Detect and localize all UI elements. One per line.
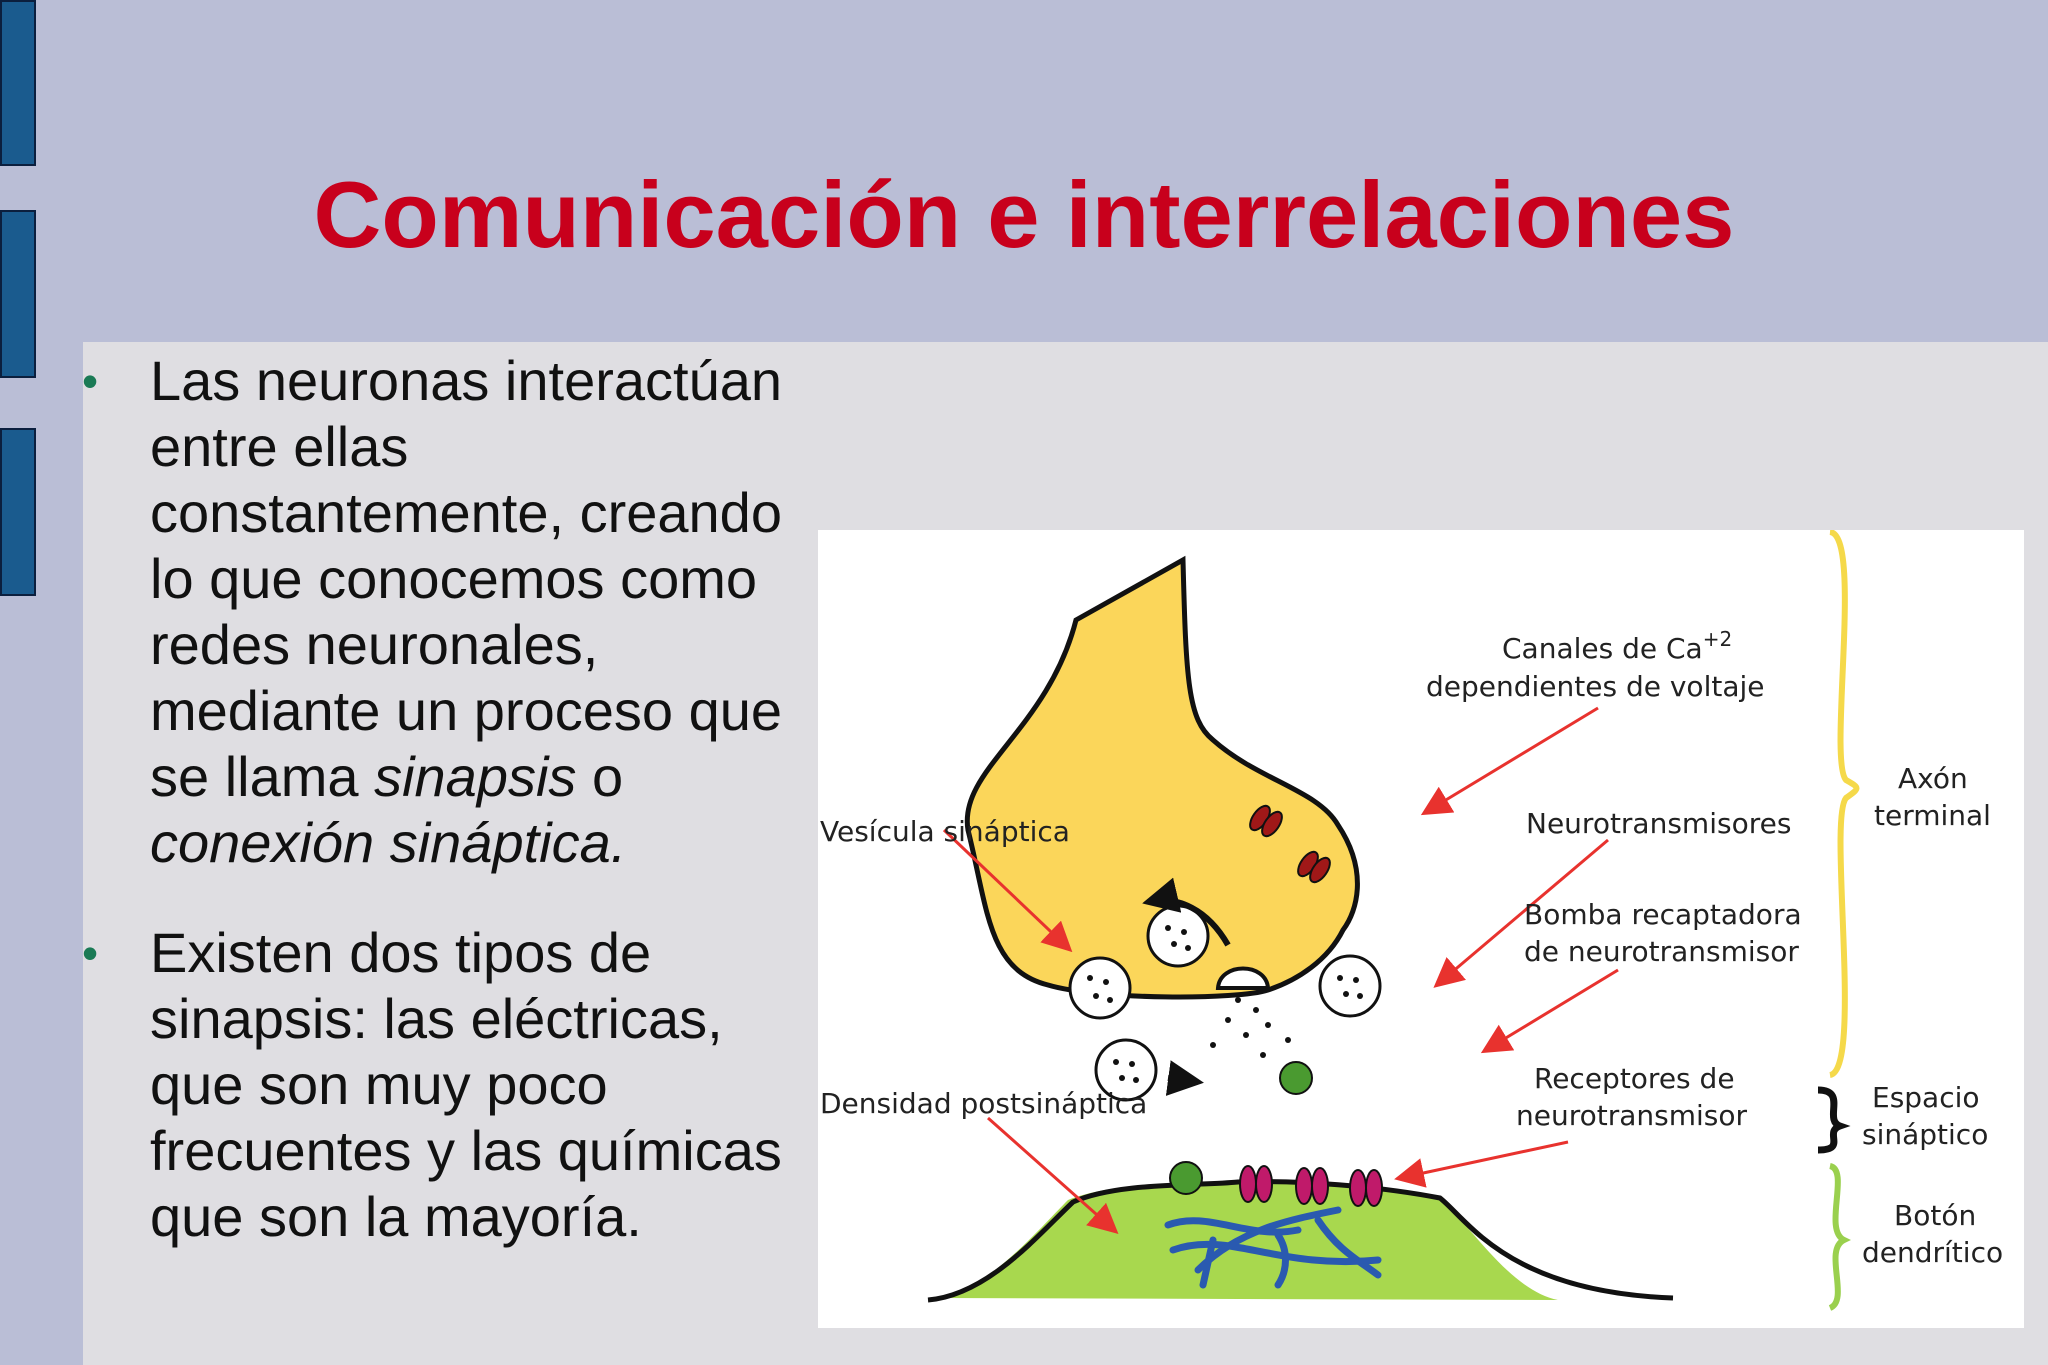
slide-title: Comunicación e interrelaciones [313,162,1735,267]
label-bomba-line1: Bomba recaptadora [1524,898,1802,931]
bullet-italic-conexion: conexión sináptica. [150,811,627,874]
bullet-item-tipos: • Existen dos tipos de sinapsis: las elé… [82,920,830,1250]
label-boton-line1: Botón [1894,1199,1976,1232]
synaptic-vesicles [1068,904,1382,1102]
bullet-list: • Las neuronas interactúan entre ellas c… [82,348,830,1294]
axon-terminal-shape [964,555,1360,1000]
label-densidad: Densidad postsináptica [820,1087,1147,1120]
label-receptores-line1: Receptores de [1534,1062,1735,1095]
vesicle [1318,954,1382,1018]
bullet-italic-sinapsis: sinapsis [374,745,577,808]
bullet-dot-icon: • [82,355,99,407]
vesicle [1068,956,1132,1020]
arrow-bomba [1480,968,1619,1054]
vesicle-recycle-arrow [1142,877,1231,947]
side-decor-bar-middle [0,210,36,378]
label-canales-line1: Canales de Ca+2 [1502,627,1732,665]
label-espacio-line2: sináptico [1862,1118,1988,1151]
label-axon-line1: Axón [1898,762,1968,795]
dendritic-button-brace [1828,1163,1851,1311]
bullet-dot-icon: • [82,927,99,979]
side-decor-bar-bottom [0,428,36,596]
label-espacio-line1: Espacio [1872,1081,1980,1114]
calcium-channels [1249,804,1331,884]
bullet-text-connector: o [576,745,624,808]
synapse-diagram-svg: Canales de Ca+2 dependientes de voltaje … [820,530,2003,1311]
label-boton-line2: dendrítico [1862,1236,2003,1269]
arrow-canales [1420,706,1599,816]
reuptake-pumps [1169,1061,1313,1195]
label-receptores-line2: neurotransmisor [1516,1099,1748,1132]
vesicle-fusion-arrow [1165,1060,1204,1096]
arrow-vesicula [942,828,1073,953]
synaptic-space-brace [1817,1086,1851,1154]
bullet-text-1: Las neuronas interactúan entre ellas con… [150,349,782,808]
arrow-densidad [987,1116,1119,1234]
axon-terminal-brace [1828,530,1860,1078]
release-opening-shape [1215,966,1271,990]
bullet-text-2: Existen dos tipos de sinapsis: las eléct… [150,921,782,1248]
vesicle [1094,1038,1158,1102]
label-bomba-line2: de neurotransmisor [1524,935,1799,968]
pointer-arrows [942,706,1619,1234]
synapse-diagram: Canales de Ca+2 dependientes de voltaje … [818,530,2024,1328]
bullet-item-neuronas: • Las neuronas interactúan entre ellas c… [82,348,830,876]
released-neurotransmitters [1210,997,1301,1068]
arrow-receptores [1394,1140,1569,1188]
postsynaptic-filaments [1164,1206,1382,1289]
label-vesicula: Vesícula sináptica [820,815,1070,848]
vesicle-contents [1087,925,1363,1083]
label-neurotransmisores: Neurotransmisores [1526,807,1791,840]
arrow-neurotransmisores [1433,838,1609,988]
postsynaptic-receptors [1239,1165,1383,1207]
label-axon-line2: terminal [1874,799,1991,832]
side-decor-bar-top [0,0,36,166]
label-canales-line2: dependientes de voltaje [1426,670,1765,703]
